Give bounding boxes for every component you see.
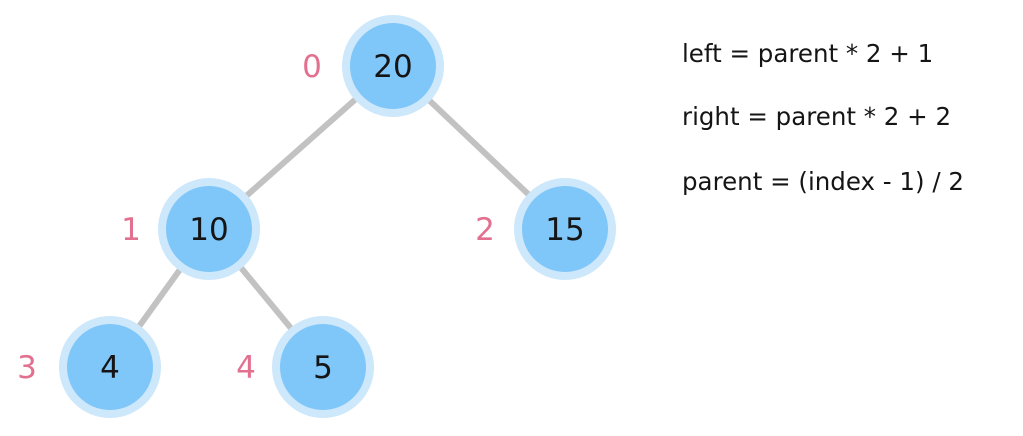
tree-node-0: 20 0 <box>302 15 444 117</box>
tree-edges <box>134 94 534 334</box>
formula-parent: parent = (index - 1) / 2 <box>682 167 964 196</box>
node-index-label: 4 <box>236 350 256 386</box>
node-value: 15 <box>545 212 584 248</box>
tree-edge-0-2 <box>424 95 534 200</box>
node-index-label: 0 <box>302 49 322 85</box>
node-value: 10 <box>189 212 228 248</box>
node-value: 5 <box>313 350 333 386</box>
tree-node-3: 43 <box>17 316 161 418</box>
node-value: 20 <box>373 49 412 85</box>
tree-node-4: 54 <box>236 316 374 418</box>
tree-node-1: 10 1 <box>121 178 260 280</box>
tree-edge-1-3 <box>134 264 185 332</box>
node-circle <box>67 324 153 410</box>
tree-edge-0-1 <box>241 94 361 201</box>
node-index-label: 1 <box>121 212 141 248</box>
node-index-label: 2 <box>475 212 495 248</box>
node-circle <box>166 186 252 272</box>
formula-left-child: left = parent * 2 + 1 <box>682 39 934 68</box>
formula-right-child: right = parent * 2 + 2 <box>682 102 952 131</box>
node-circle <box>350 23 436 109</box>
node-circle <box>280 324 366 410</box>
tree-edge-1-4 <box>235 262 297 334</box>
node-index-label: 3 <box>17 350 37 386</box>
tree-node-2: 15 2 <box>475 178 616 280</box>
node-value: 4 <box>100 350 120 386</box>
node-circle <box>522 186 608 272</box>
